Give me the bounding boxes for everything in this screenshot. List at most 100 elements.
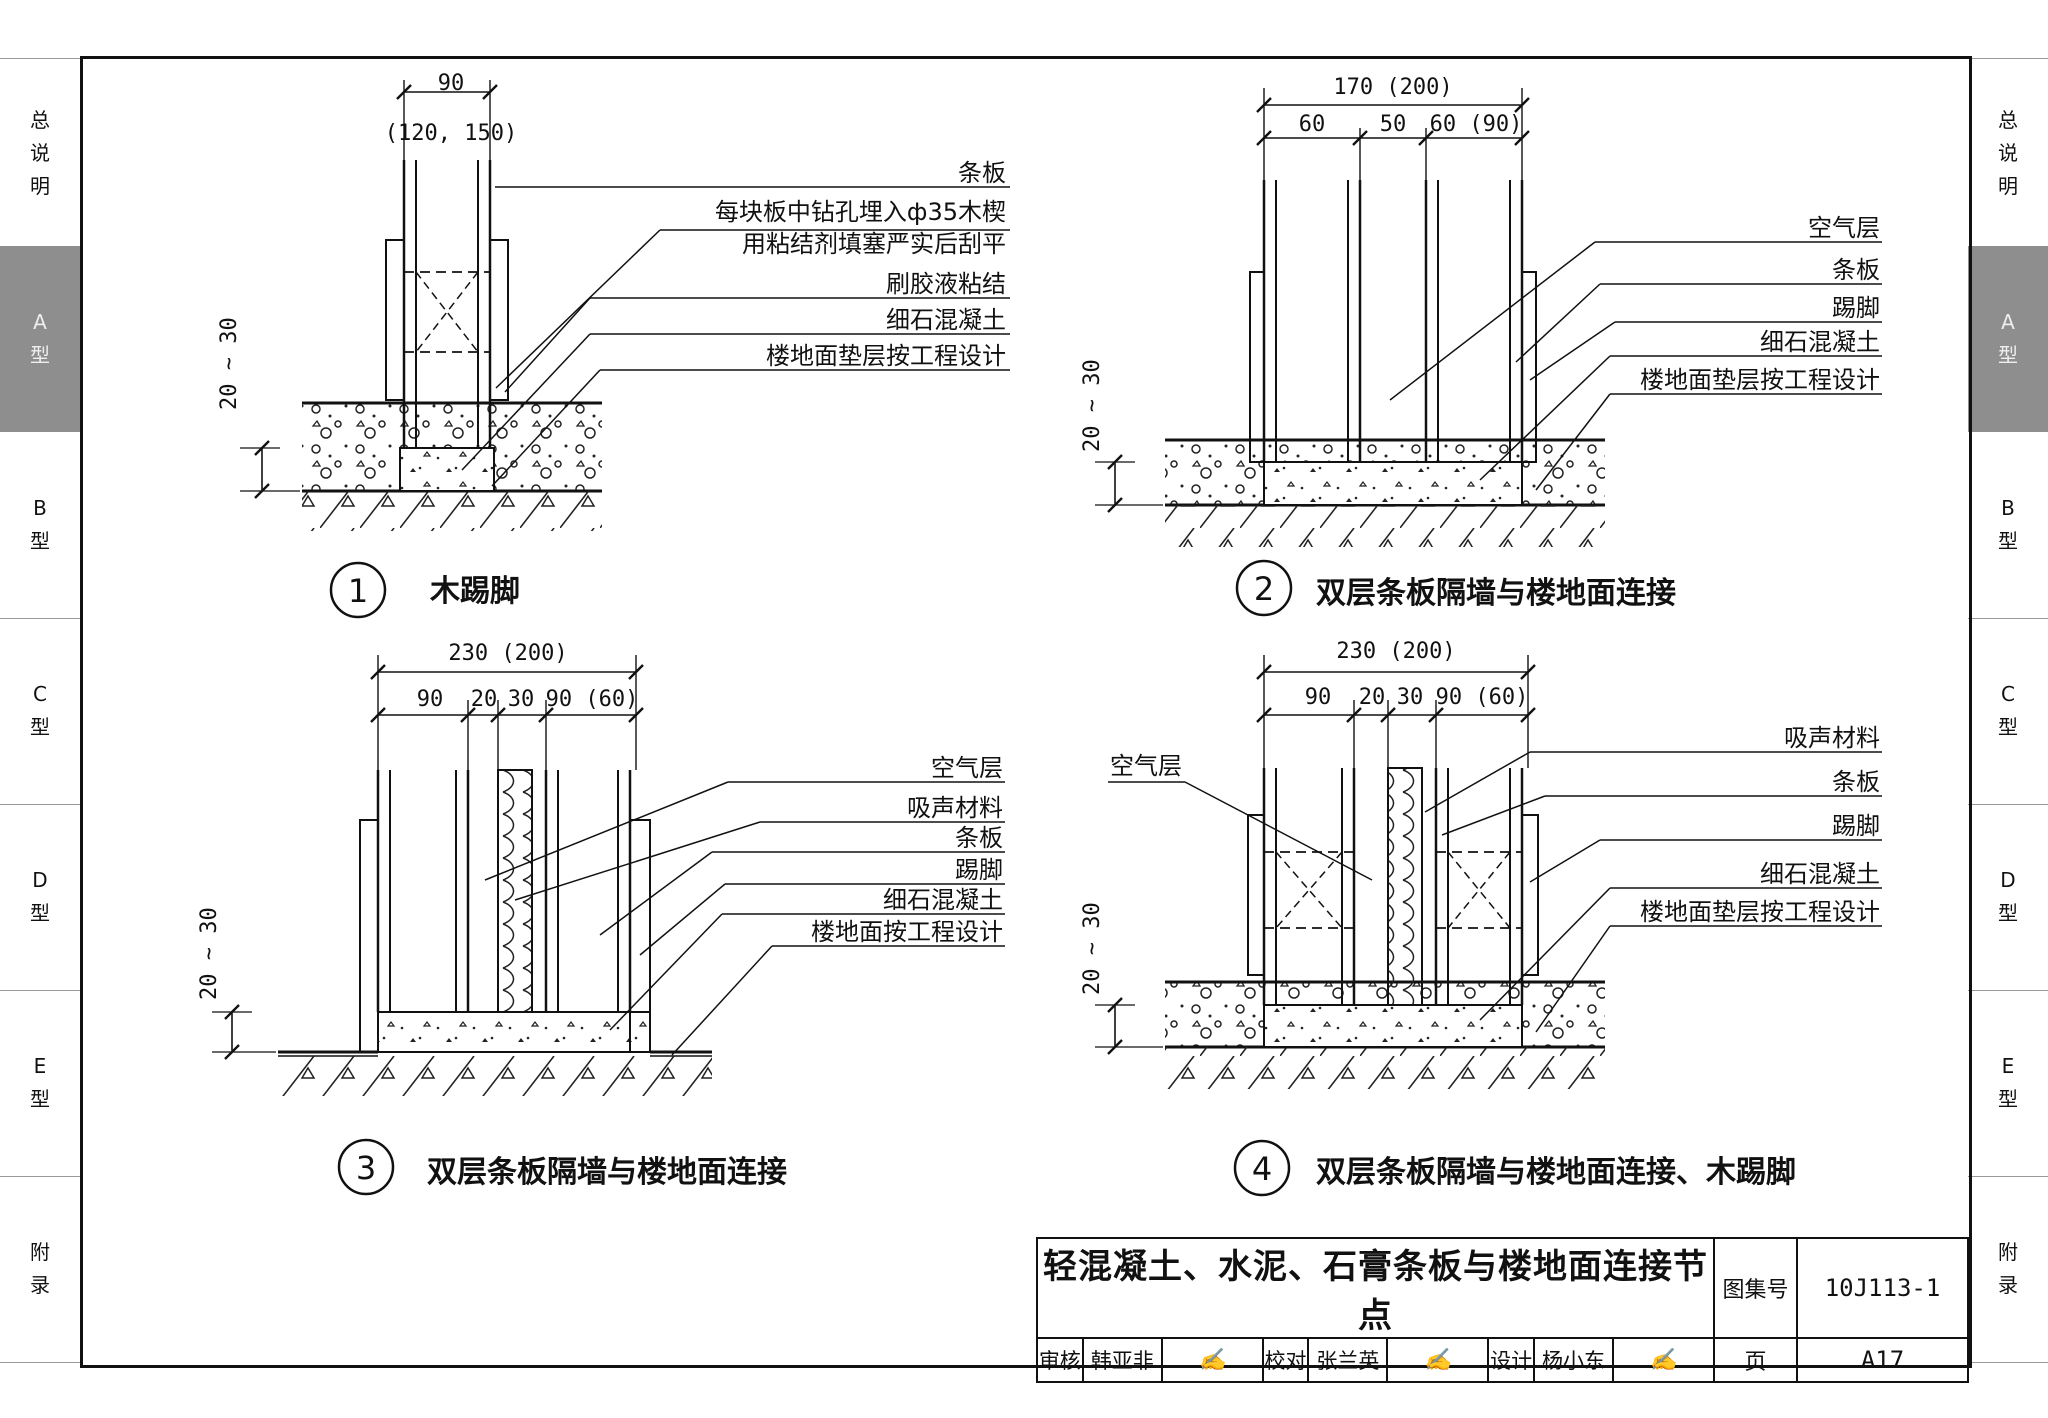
tab-general[interactable]: 总说明	[0, 60, 80, 246]
detail-1-dim: 20 ~ 30	[217, 317, 242, 410]
left-side-tabs: 总说明 A型 B型 C型 D型 E型 附录	[0, 0, 80, 1418]
tab-appendix[interactable]: 附录	[1968, 1176, 2048, 1362]
detail-1-label: 楼地面垫层按工程设计	[766, 342, 1006, 370]
title-block: 轻混凝土、水泥、石膏条板与楼地面连接节点 图集号 10J113-1 审核 韩亚非…	[1036, 1237, 1969, 1383]
tab-divider	[0, 58, 80, 59]
detail-1-drawing: 90 (120, 150) 20 ~ 30 条板 每块板中钻孔埋入ф35木楔 用…	[217, 71, 1010, 619]
detail-1-number: 1	[348, 572, 368, 610]
atlas-label: 图集号	[1712, 1237, 1799, 1339]
detail-3-dim: 230 (200)	[448, 641, 567, 666]
drawing-frame	[80, 56, 1972, 1368]
tab-type-d[interactable]: D型	[0, 804, 80, 990]
tab-label: B型	[1998, 496, 2018, 553]
check-label: 校对	[1261, 1337, 1310, 1383]
detail-2-label: 条板	[1832, 256, 1880, 284]
tab-label: A型	[1998, 310, 2018, 367]
detail-2-dim: 60 (90)	[1430, 112, 1523, 137]
detail-2-drawing: 170 (200) 60 50 60 (90) 20 ~ 30 空气层 条板 踢…	[1080, 75, 1882, 617]
detail-3-drawing: 230 (200) 90 20 30 90 (60) 20 ~ 30 空气层 吸…	[197, 641, 1005, 1196]
detail-4-label: 细石混凝土	[1760, 860, 1880, 888]
designer-signature: ✍	[1612, 1337, 1715, 1383]
tab-divider	[1968, 990, 2048, 991]
detail-2-dim: 170 (200)	[1333, 75, 1452, 100]
detail-4-label: 踢脚	[1832, 812, 1880, 840]
detail-2-label: 空气层	[1808, 214, 1880, 242]
detail-4-dim: 20	[1359, 685, 1386, 710]
detail-1-label: 刷胶液粘结	[886, 270, 1006, 298]
detail-1-label: 细石混凝土	[886, 306, 1006, 334]
detail-4-number-circle	[1233, 1139, 1291, 1197]
tab-label: E型	[30, 1054, 50, 1111]
tab-divider	[0, 804, 80, 805]
tab-divider	[1968, 1176, 2048, 1177]
detail-4-label: 空气层	[1110, 752, 1182, 780]
tab-divider	[1968, 618, 2048, 619]
detail-2-dim: 20 ~ 30	[1080, 359, 1105, 452]
detail-1-caption: 木踢脚	[429, 574, 520, 609]
detail-3-number: 3	[356, 1149, 376, 1187]
detail-3-label: 踢脚	[955, 856, 1003, 884]
tab-type-e[interactable]: E型	[0, 990, 80, 1176]
reviewer-name: 韩亚非	[1081, 1337, 1163, 1383]
design-label: 设计	[1487, 1337, 1535, 1383]
detail-2-label: 细石混凝土	[1760, 328, 1880, 356]
detail-4-dim: 90	[1305, 685, 1332, 710]
tab-label: B型	[30, 496, 50, 553]
tab-label: A型	[30, 310, 50, 367]
detail-3-label: 吸声材料	[907, 794, 1003, 822]
detail-3-dim: 30	[508, 687, 535, 712]
tab-divider	[1968, 804, 2048, 805]
detail-1-dim: (120, 150)	[385, 121, 517, 146]
tab-type-e[interactable]: E型	[1968, 990, 2048, 1176]
detail-2-number: 2	[1254, 570, 1274, 608]
detail-1-label: 用粘结剂填塞严实后刮平	[742, 230, 1006, 258]
detail-1-number-circle	[329, 561, 387, 619]
detail-3-dim: 90	[417, 687, 444, 712]
tab-type-c[interactable]: C型	[0, 618, 80, 804]
detail-3-label: 楼地面按工程设计	[811, 918, 1003, 946]
tab-divider	[1968, 58, 2048, 59]
tab-label: 总说明	[30, 107, 50, 198]
tab-label: C型	[30, 682, 50, 739]
tab-type-b[interactable]: B型	[1968, 432, 2048, 618]
tab-type-a[interactable]: A型	[0, 246, 80, 432]
detail-1-label: 条板	[958, 159, 1006, 187]
detail-4-dim: 30	[1397, 685, 1424, 710]
drawing-title: 轻混凝土、水泥、石膏条板与楼地面连接节点	[1036, 1237, 1715, 1339]
tab-label: D型	[1998, 868, 2018, 925]
tab-divider	[0, 1176, 80, 1177]
detail-4-number: 4	[1252, 1150, 1272, 1188]
detail-3-label: 空气层	[931, 754, 1003, 782]
tab-label: C型	[1998, 682, 2018, 739]
detail-4-label: 楼地面垫层按工程设计	[1640, 898, 1880, 926]
tab-label: E型	[1998, 1054, 2018, 1111]
atlas-number: 10J113-1	[1796, 1237, 1969, 1339]
tab-label: 附录	[30, 1240, 50, 1297]
tab-divider	[0, 618, 80, 619]
reviewer-signature: ✍	[1160, 1337, 1264, 1383]
detail-3-caption: 双层条板隔墙与楼地面连接	[427, 1155, 787, 1190]
tab-type-d[interactable]: D型	[1968, 804, 2048, 990]
detail-4-dim: 230 (200)	[1336, 639, 1455, 664]
tab-type-b[interactable]: B型	[0, 432, 80, 618]
page-label: 页	[1712, 1337, 1799, 1383]
tab-type-a[interactable]: A型	[1968, 246, 2048, 432]
tab-type-c[interactable]: C型	[1968, 618, 2048, 804]
detail-3-dim: 20 ~ 30	[197, 907, 222, 1000]
detail-2-dim: 50	[1380, 112, 1407, 137]
detail-2-number-circle	[1235, 559, 1293, 617]
tab-divider	[0, 1362, 80, 1363]
checker-signature: ✍	[1386, 1337, 1490, 1383]
detail-4-dim: 90 (60)	[1436, 685, 1529, 710]
tab-label: 总说明	[1998, 107, 2018, 198]
designer-name: 杨小东	[1532, 1337, 1615, 1383]
detail-1-dim: 90	[438, 71, 465, 96]
right-side-tabs: 总说明 A型 B型 C型 D型 E型 附录	[1968, 0, 2048, 1418]
page-number: A17	[1796, 1337, 1969, 1383]
tab-general[interactable]: 总说明	[1968, 60, 2048, 246]
tab-appendix[interactable]: 附录	[0, 1176, 80, 1362]
detail-4-caption: 双层条板隔墙与楼地面连接、木踢脚	[1316, 1155, 1796, 1190]
detail-4-label: 吸声材料	[1784, 724, 1880, 752]
tab-divider	[0, 990, 80, 991]
